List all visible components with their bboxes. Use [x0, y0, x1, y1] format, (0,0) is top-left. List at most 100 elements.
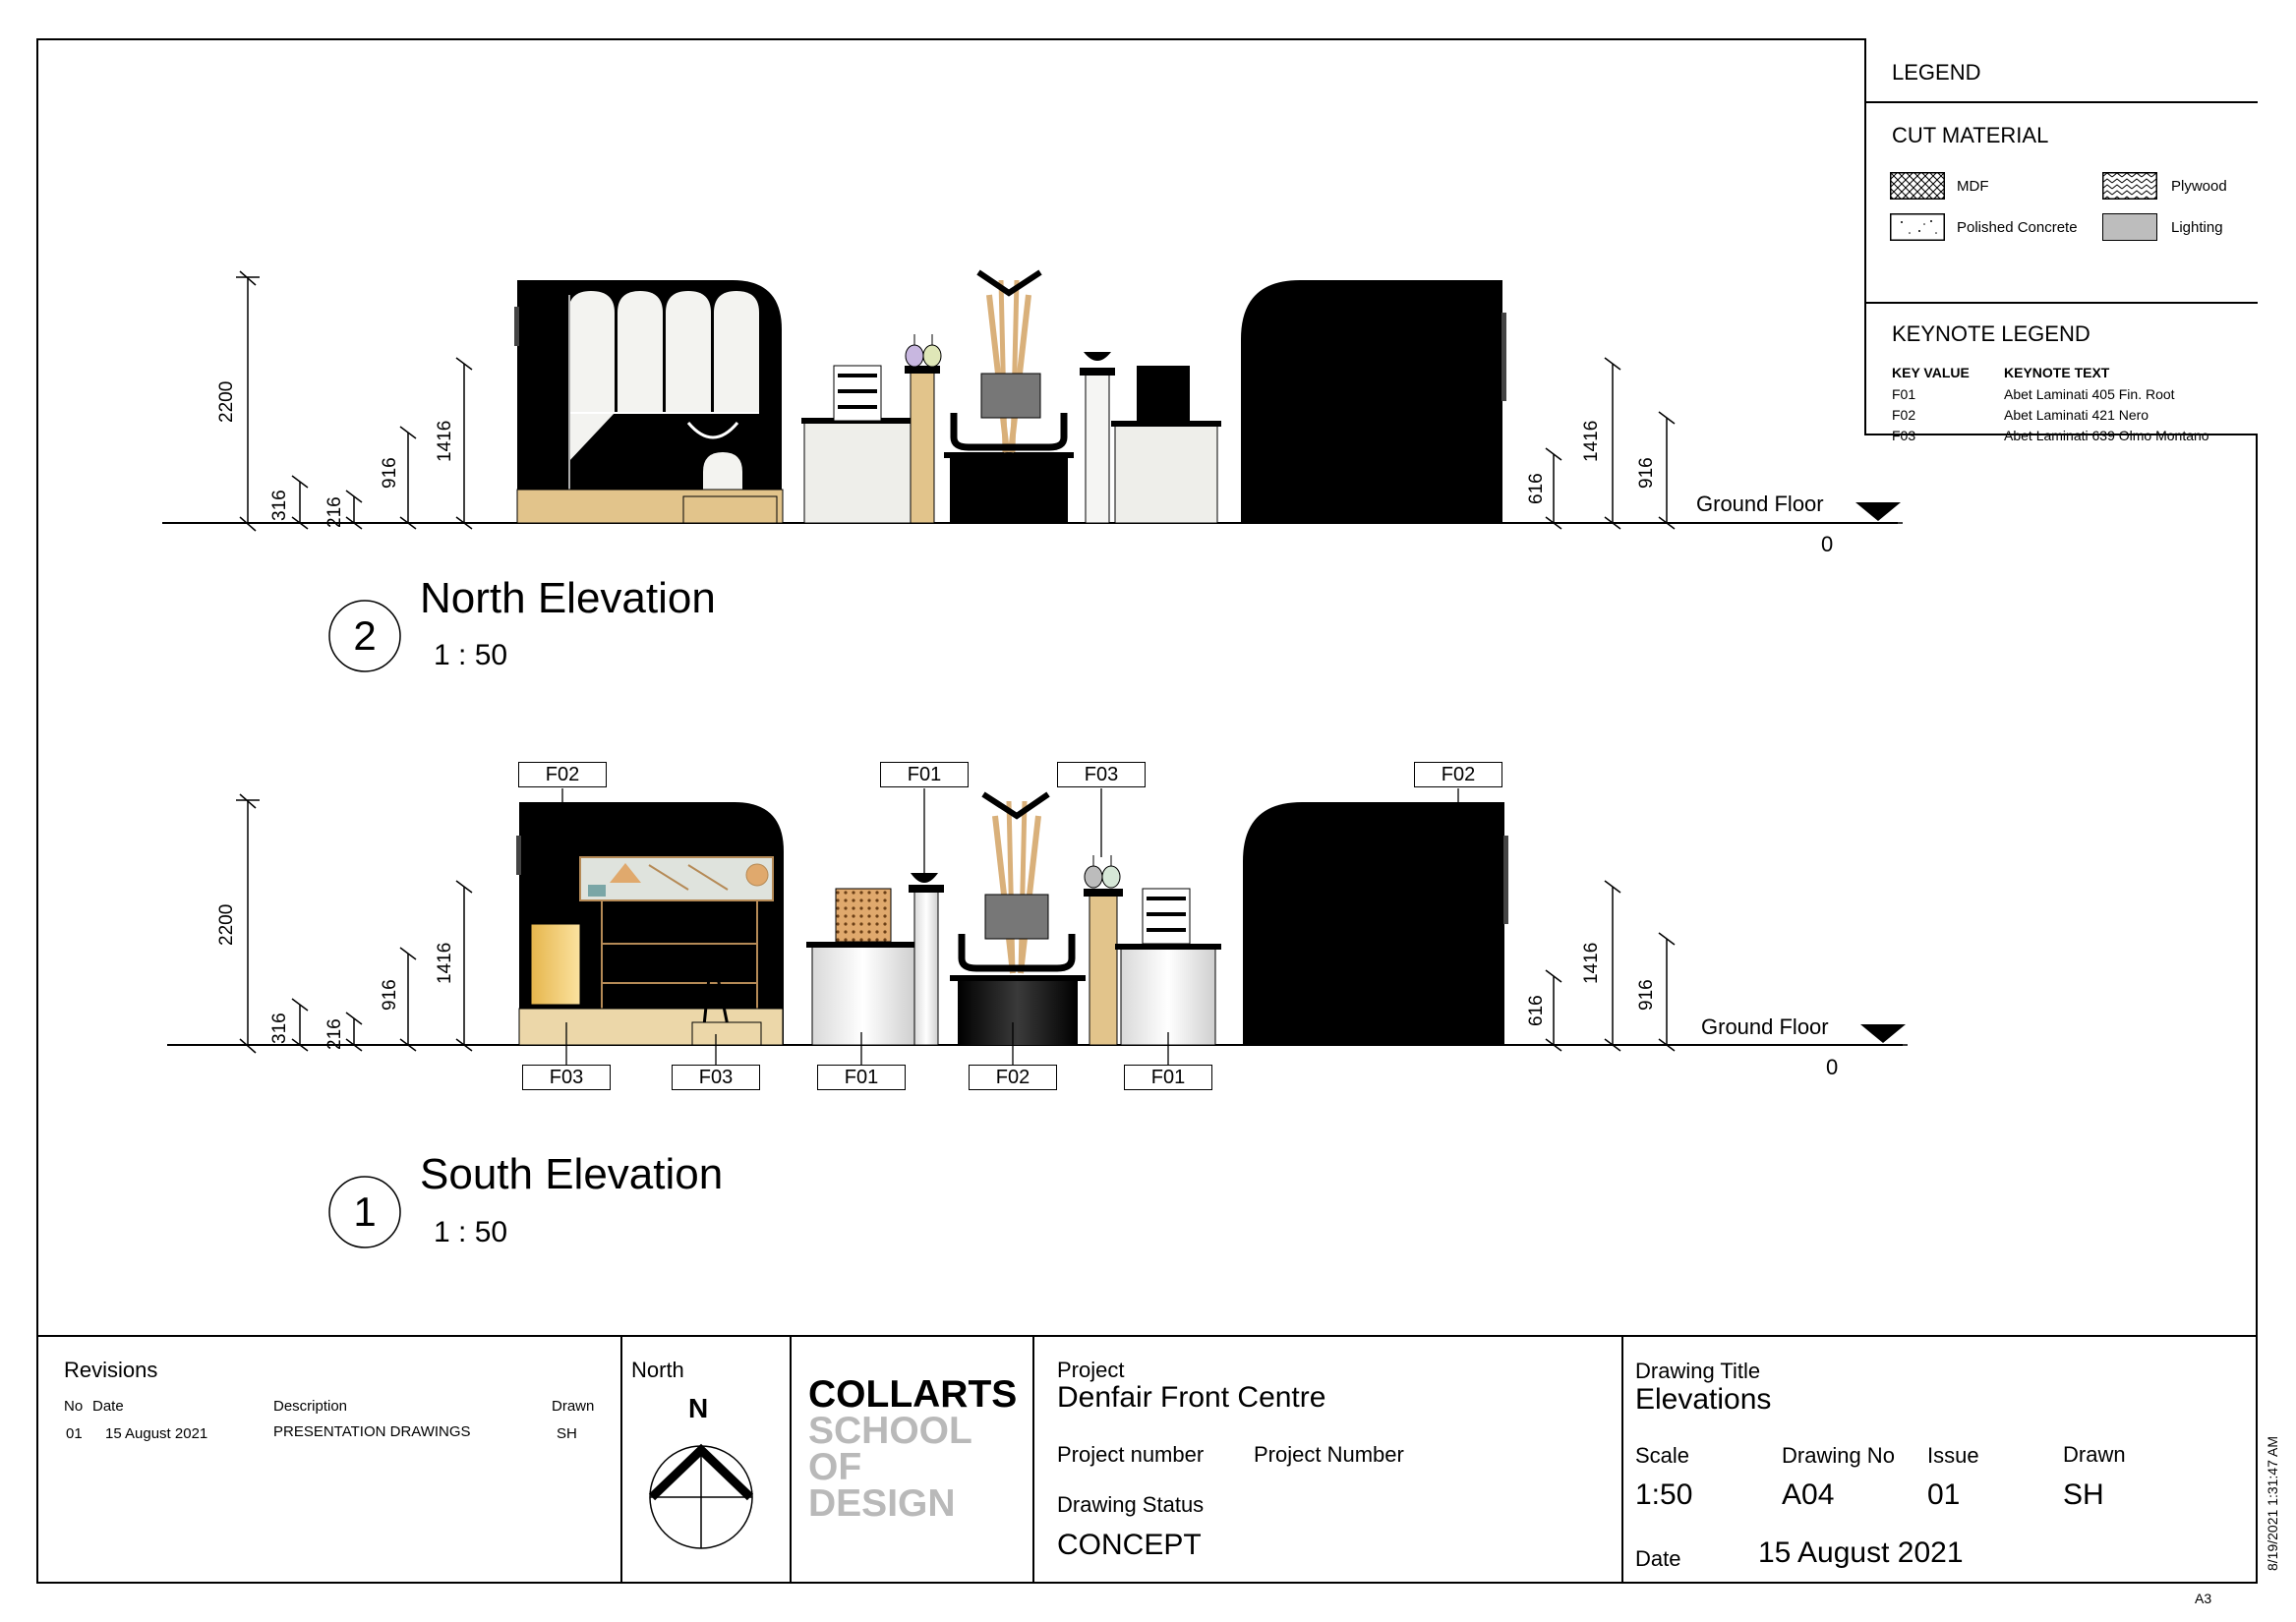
north-level-value: 0 — [1821, 532, 1834, 556]
rev-header-no: No — [64, 1398, 84, 1415]
south-cylinder-left — [806, 888, 920, 1046]
cut-material-title: CUT MATERIAL — [1892, 123, 2049, 147]
south-dim-2200: 2200 — [216, 903, 237, 946]
north-level-marker — [1855, 502, 1901, 521]
south-cylinder-right — [1115, 888, 1221, 1046]
scale-label: Scale — [1635, 1443, 1690, 1468]
north-dims-right — [1545, 357, 1676, 530]
legend-header: LEGEND — [1866, 38, 2258, 103]
north-view-title: North Elevation — [420, 574, 716, 622]
keynote-tag: F03 — [522, 1065, 611, 1090]
south-view-bubble — [328, 1176, 401, 1248]
project-label: Project — [1057, 1358, 1125, 1382]
north-right-pod — [1241, 280, 1506, 523]
south-plinth-vases — [1084, 855, 1123, 1046]
north-dim-1416-right: 1416 — [1581, 420, 1602, 462]
polished-concrete-label: Polished Concrete — [1957, 219, 2078, 236]
south-level-marker — [1860, 1024, 1906, 1043]
keynote-header-key: KEY VALUE — [1892, 365, 1970, 380]
north-view-scale: 1 : 50 — [434, 639, 508, 671]
keynote-key: F01 — [1892, 386, 1916, 402]
cut-material-section: CUT MATERIAL MDF Plywood Polished Concre… — [1866, 101, 2258, 304]
north-plinth-bowl — [1080, 352, 1115, 524]
north-counter-right — [1111, 366, 1221, 524]
north-centre-display — [944, 269, 1074, 523]
north-left-pod — [514, 280, 784, 524]
plywood-label: Plywood — [2171, 178, 2227, 195]
keynote-legend-title: KEYNOTE LEGEND — [1892, 321, 2090, 346]
south-centre-display — [950, 791, 1086, 1045]
date-label: Date — [1635, 1546, 1681, 1571]
rev-header-description: Description — [273, 1398, 348, 1415]
legend-title: LEGEND — [1892, 60, 1981, 85]
north-view-bubble — [328, 600, 401, 672]
keynote-tag: F02 — [1414, 762, 1502, 787]
polished-concrete-swatch — [1890, 213, 1945, 241]
north-label: North — [631, 1358, 684, 1382]
lighting-swatch — [2102, 213, 2157, 241]
drawing-no-label: Drawing No — [1782, 1443, 1895, 1468]
north-dims-left — [236, 270, 473, 532]
north-dim-2200: 2200 — [216, 380, 237, 423]
south-level-name: Ground Floor — [1701, 1014, 1829, 1039]
title-block-grid — [36, 1335, 2258, 1584]
keynote-key: F03 — [1892, 428, 1916, 443]
south-right-pod — [1243, 802, 1508, 1045]
south-dim-1416: 1416 — [435, 942, 455, 984]
logo-line: SCHOOL — [808, 1410, 972, 1452]
issue-label: Issue — [1927, 1443, 1979, 1468]
south-plinth-bowl — [909, 873, 944, 1046]
lighting-label: Lighting — [2171, 219, 2223, 236]
keynote-tag: F03 — [1057, 762, 1146, 787]
rev-no: 01 — [66, 1425, 83, 1442]
drawn-label: Drawn — [2063, 1442, 2126, 1467]
north-dim-616: 616 — [1526, 473, 1547, 504]
rev-header-drawn: Drawn — [552, 1398, 595, 1415]
rev-description: PRESENTATION DRAWINGS — [273, 1423, 471, 1440]
revisions-title: Revisions — [64, 1358, 158, 1382]
south-level-value: 0 — [1826, 1055, 1839, 1079]
issue-value: 01 — [1927, 1478, 1961, 1511]
project-name: Denfair Front Centre — [1057, 1381, 1326, 1414]
drawing-no-value: A04 — [1782, 1478, 1835, 1511]
south-dim-916-right: 916 — [1636, 979, 1657, 1011]
drawing-status-label: Drawing Status — [1057, 1492, 1205, 1517]
rev-date: 15 August 2021 — [105, 1425, 208, 1442]
south-dim-316: 316 — [269, 1013, 290, 1044]
drawing-title-label: Drawing Title — [1635, 1359, 1761, 1383]
keynote-text: Abet Laminati 405 Fin. Root — [2004, 386, 2175, 402]
north-dim-216: 216 — [324, 496, 345, 528]
south-dim-616: 616 — [1526, 995, 1547, 1026]
plywood-swatch — [2102, 172, 2157, 200]
north-view-number: 2 — [353, 612, 377, 659]
keynote-text: Abet Laminati 421 Nero — [2004, 407, 2149, 423]
rev-drawn: SH — [557, 1425, 577, 1442]
rev-header-date: Date — [92, 1398, 124, 1415]
north-letter: N — [688, 1393, 709, 1423]
south-dims-right — [1545, 880, 1676, 1052]
north-dim-1416: 1416 — [435, 420, 455, 462]
mdf-swatch — [1890, 172, 1945, 200]
north-dim-916: 916 — [380, 457, 400, 489]
keynote-tag: F01 — [817, 1065, 906, 1090]
south-dims-left — [236, 793, 473, 1054]
date-value: 15 August 2021 — [1758, 1536, 1964, 1569]
keynote-key: F02 — [1892, 407, 1916, 423]
logo-line: OF — [808, 1446, 862, 1488]
south-dim-216: 216 — [324, 1018, 345, 1050]
tag-leaders — [561, 788, 1459, 1065]
keynote-tag: F01 — [880, 762, 969, 787]
sheet-border — [36, 38, 2258, 1584]
south-dim-1416-right: 1416 — [1581, 942, 1602, 984]
south-view-scale: 1 : 50 — [434, 1216, 508, 1248]
north-dim-316: 316 — [269, 490, 290, 521]
drawn-value: SH — [2063, 1478, 2104, 1511]
keynote-text: Abet Laminati 639 Olmo Montano — [2004, 428, 2209, 443]
scale-value: 1:50 — [1635, 1478, 1693, 1511]
sheet-size: A3 — [2195, 1591, 2212, 1606]
north-dim-916-right: 916 — [1636, 457, 1657, 489]
north-plinth-vases — [905, 334, 942, 524]
keynote-tag: F02 — [518, 762, 607, 787]
keynote-header-text: KEYNOTE TEXT — [2004, 365, 2110, 380]
